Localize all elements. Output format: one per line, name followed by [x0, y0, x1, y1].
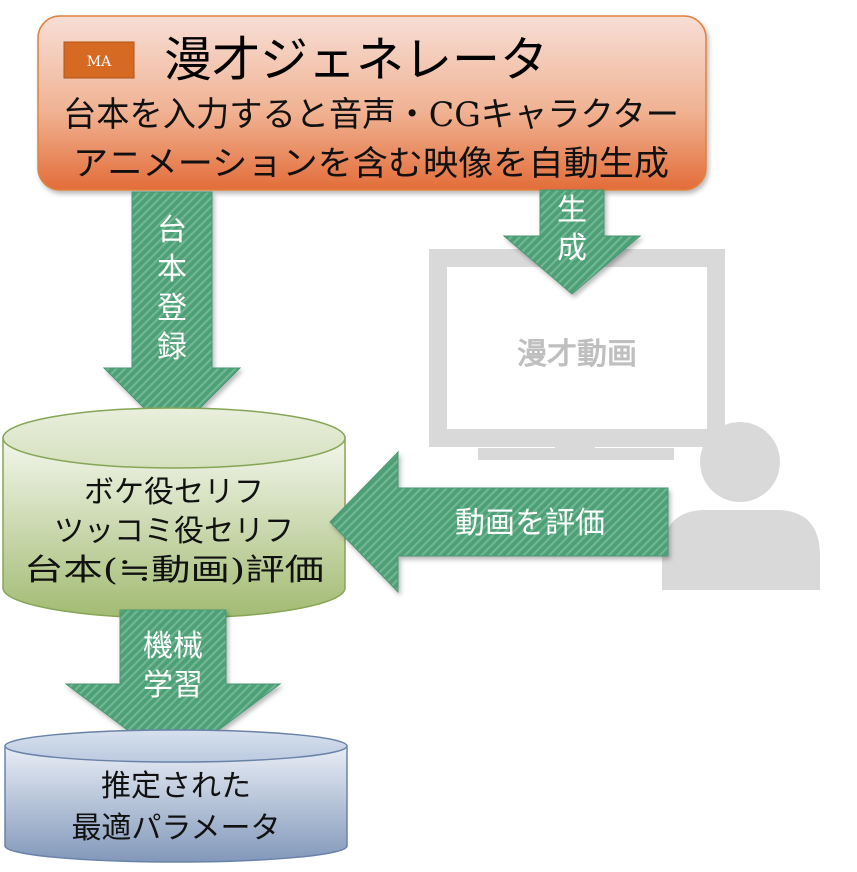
user-body — [662, 510, 820, 590]
user-icon — [662, 422, 820, 590]
header-subtitle-line2: アニメーションを含む映像を自動生成 — [73, 144, 669, 184]
arrow-generate — [502, 189, 642, 295]
arrow-register-label-2: 本 — [157, 252, 187, 287]
output-line-2: 最適パラメータ — [71, 811, 280, 846]
header-title: 漫才ジェネレータ — [164, 32, 548, 88]
badge — [63, 41, 135, 79]
arrow-evaluate — [329, 450, 669, 594]
arrow-register-label-1: 台 — [157, 213, 187, 248]
arrow-register — [102, 191, 242, 437]
database-line-1: ボケ役セリフ — [84, 475, 264, 510]
arrow-register-label-4: 録 — [157, 330, 187, 365]
output-line-1: 推定された — [101, 769, 251, 804]
arrow-generate-label-1: 生 — [557, 193, 587, 228]
header-subtitle-line1: 台本を入力すると音声・CGキャラクター — [63, 95, 679, 135]
database-line-3: 台本(≒動画)評価 — [24, 553, 324, 588]
arrow-register-label-3: 登 — [157, 291, 187, 326]
database-cylinder — [2, 407, 346, 619]
output-cylinder — [4, 729, 348, 863]
arrow-learn-label-2: 学習 — [143, 668, 203, 703]
user-head — [700, 422, 780, 502]
badge-label: MA — [87, 54, 112, 70]
arrow-generate-label-2: 成 — [557, 231, 587, 266]
monitor-screen-text: 漫才動画 — [517, 337, 637, 372]
arrow-evaluate-label: 動画を評価 — [455, 506, 605, 541]
database-line-2: ツッコミ役セリフ — [54, 514, 294, 549]
monitor-base — [478, 448, 674, 460]
header-box — [37, 15, 707, 191]
arrow-learn — [64, 609, 282, 765]
arrow-learn-label-1: 機械 — [143, 629, 203, 664]
